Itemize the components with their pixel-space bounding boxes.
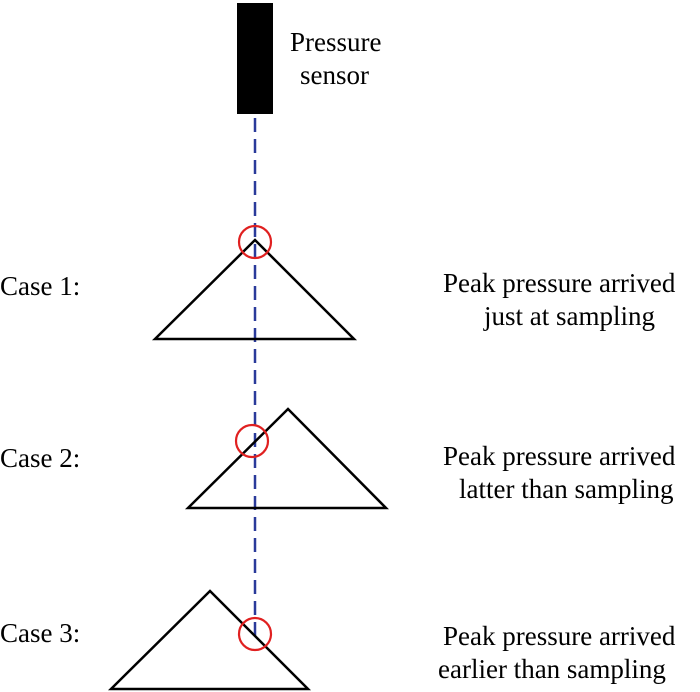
case-2-sampling-marker [234, 423, 270, 459]
case-2-pressure-triangle [184, 407, 389, 510]
case-1-pressure-triangle [151, 238, 358, 341]
case-2-label: Case 2: [0, 443, 80, 473]
case-3-description-line2: earlier than sampling [438, 654, 666, 684]
sensor-label-line2: sensor [300, 60, 369, 90]
case-1-sampling-marker [237, 224, 273, 260]
case-2-description-line2: latter than sampling [459, 474, 673, 504]
case-3-pressure-triangle [107, 589, 312, 691]
sensor-label-line1: Pressure [290, 27, 381, 57]
case-1-label: Case 1: [0, 271, 80, 301]
pressure-sensor-block [237, 3, 273, 114]
case-3-sampling-marker [237, 616, 273, 652]
case-3-description-line1: Peak pressure arrived [443, 621, 676, 651]
case-3-label: Case 3: [0, 618, 80, 648]
case-1-description-line2: just at sampling [483, 301, 655, 331]
case-2-description-line1: Peak pressure arrived [443, 441, 676, 471]
case-1-description-line1: Peak pressure arrived [443, 268, 676, 298]
